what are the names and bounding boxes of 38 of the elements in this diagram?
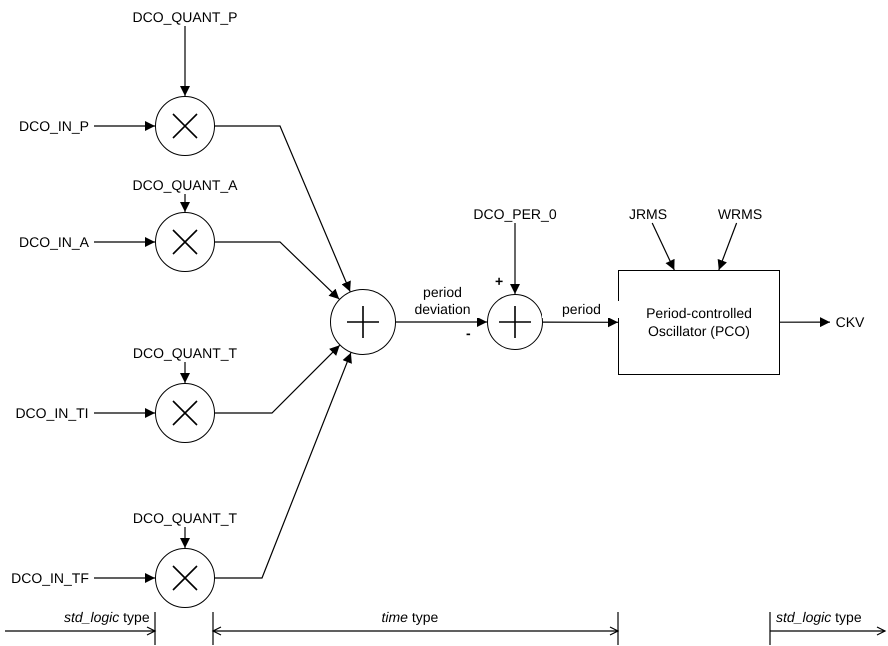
arrow xyxy=(780,317,830,328)
signal-label: DCO_QUANT_T xyxy=(130,344,240,362)
signal-label: DCO_IN_TF xyxy=(6,569,94,587)
type-label: std_logic type xyxy=(776,609,862,626)
signal-label: DCO_PER_0 xyxy=(470,205,560,223)
arrow xyxy=(94,573,155,583)
arrow xyxy=(94,408,155,418)
edge-label: period xyxy=(542,301,620,318)
adder-circle xyxy=(330,289,396,355)
arrow xyxy=(94,121,155,131)
signal-label: DCO_IN_TI xyxy=(10,404,94,422)
signal-label: DCO_QUANT_T xyxy=(130,509,240,527)
arrow xyxy=(396,317,487,327)
arrow xyxy=(215,344,340,414)
type-label: std_logic type xyxy=(64,609,150,626)
arrow xyxy=(180,194,190,212)
oscillator-block: Period-controlled Oscillator (PCO) xyxy=(618,270,780,375)
arrow xyxy=(652,222,675,270)
signal-label: DCO_QUANT_A xyxy=(130,176,240,194)
signal-label: DCO_IN_P xyxy=(14,117,94,135)
arrow xyxy=(510,223,520,294)
signal-label: CKV xyxy=(830,313,870,331)
arrow xyxy=(180,527,190,548)
signal-label: WRMS xyxy=(715,205,765,223)
arrow xyxy=(215,241,340,300)
type-label: time type xyxy=(382,609,438,626)
arrow xyxy=(215,125,351,292)
signal-label: JRMS xyxy=(625,205,671,223)
arrow xyxy=(543,317,618,328)
arrow xyxy=(215,352,352,579)
arrow xyxy=(180,26,190,96)
signal-label: DCO_IN_A xyxy=(14,233,94,251)
sign-label: + xyxy=(495,273,504,290)
arrow xyxy=(718,222,738,270)
arrow xyxy=(94,237,155,247)
signal-label: DCO_QUANT_P xyxy=(130,8,240,26)
sign-label: - xyxy=(466,325,471,342)
arrow xyxy=(180,362,190,383)
